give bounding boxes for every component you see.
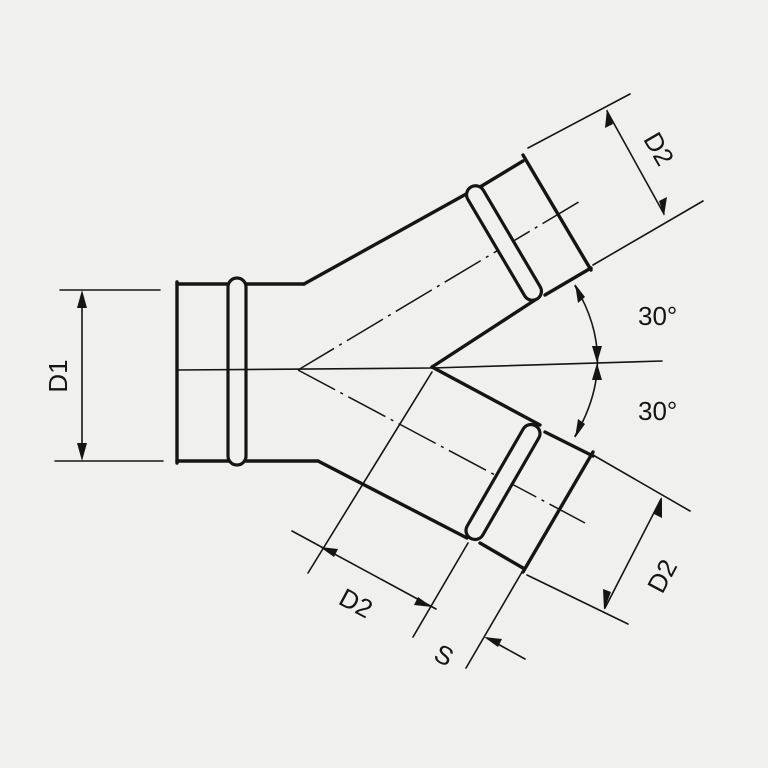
angle-upper-label: 30° [638,301,677,331]
angle-lower-label: 30° [638,396,677,426]
lower-branch-pipe [316,365,595,574]
upper-d2-label: D2 [638,127,681,171]
s-label: S [429,638,458,673]
lower-right-d2-dimension: D2 [526,454,691,625]
centerlines [176,199,663,524]
upper-branch-pipe [302,153,593,369]
d1-label: D1 [43,359,73,392]
lower-branch-bead [464,422,542,542]
main-inlet-pipe [175,276,320,467]
d1-dimension: D1 [43,289,164,462]
upper-d2-dimension: D2 [527,93,704,266]
angle-dimension: 30° 30° [574,284,677,438]
lower-right-d2-label: D2 [641,554,683,597]
bottom-d2-label: D2 [334,582,377,624]
upper-branch-bead [464,184,544,302]
main-inlet-bead [226,276,248,467]
